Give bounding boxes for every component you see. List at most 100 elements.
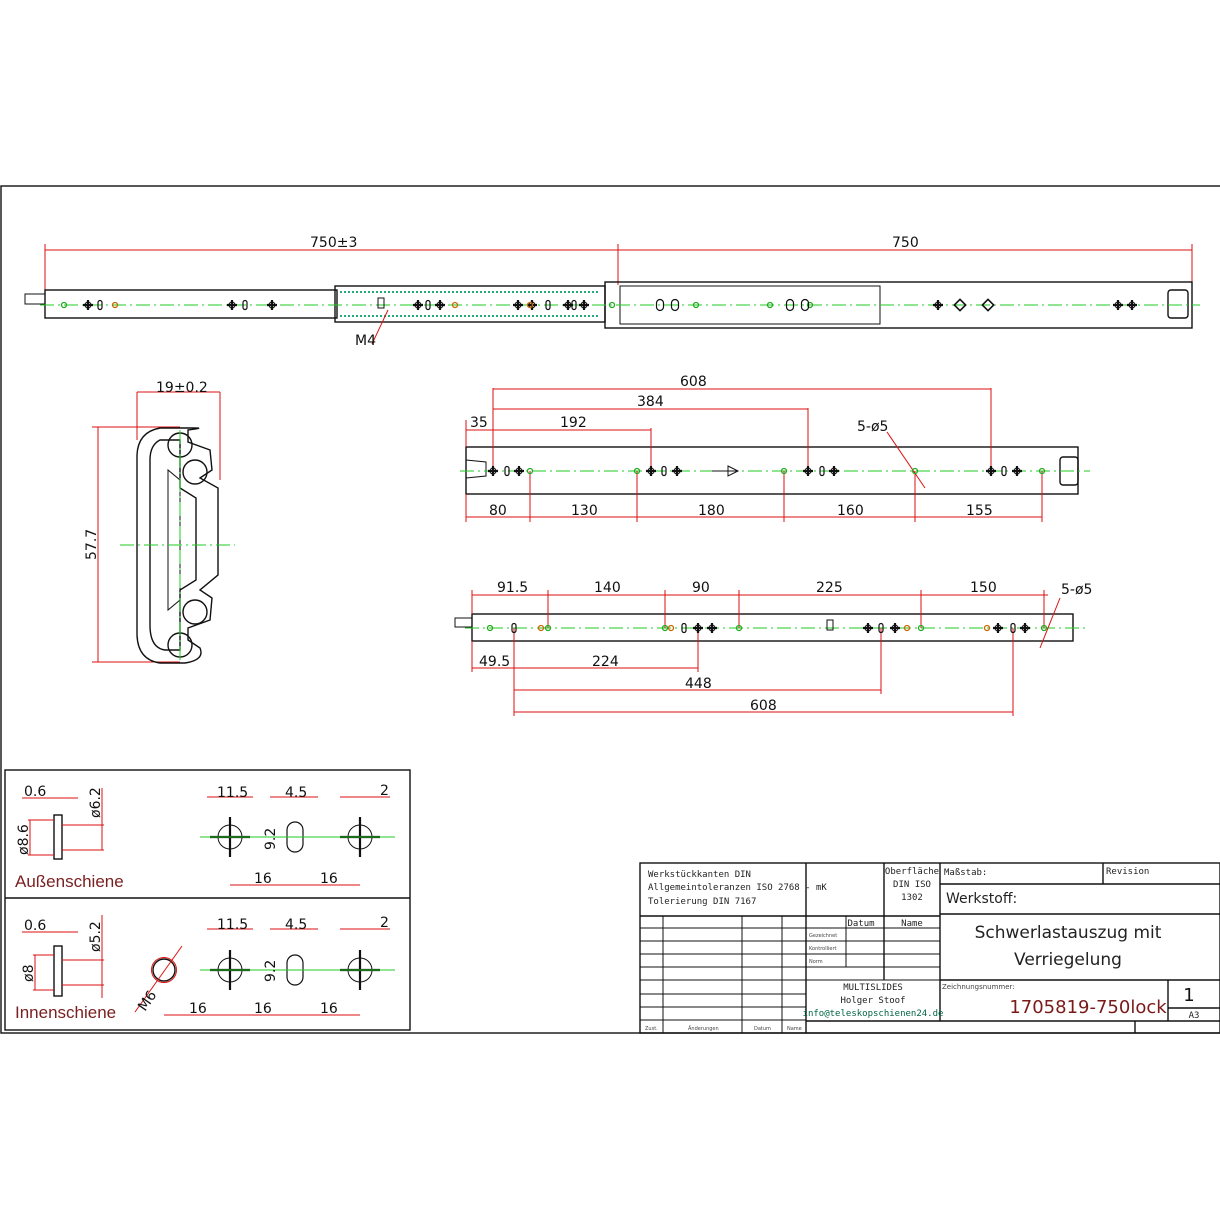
round-hole-icon [526,467,534,475]
round-hole-icon [780,467,788,475]
dim-outer-bottom-3: 160 [837,503,864,519]
round-hole-icon [486,624,494,632]
row-checked: Kontrolliert [809,946,837,952]
round-hole-icon [903,624,911,632]
slot-hole-icon [511,622,517,634]
dim-inner-top-4: 150 [970,580,997,596]
inner-d-inner: ø5.2 [88,921,104,952]
round-hole-icon [667,624,675,632]
round-hole-icon [526,301,534,309]
inner-rail-view: 91.5 140 90 225 150 5-ø5 49.5 224 448 60… [454,580,1092,716]
note-toleration: Tolerierung DIN 7167 [648,897,756,907]
slot-hole-icon [1001,465,1007,477]
dim-inner-bottom-0: 49.5 [479,654,510,670]
slot-hole-icon [878,622,884,634]
row-standard: Norm [809,959,823,965]
inner-arm-width: 2 [380,915,389,931]
round-hole-icon [1040,624,1048,632]
slot-hole-icon [655,298,665,312]
outer-cross-width: 11.5 [217,785,248,801]
outer-rail-label: Außenschiene [15,872,124,891]
slot-hole-icon [670,298,680,312]
material-label: Werkstoff: [946,891,1017,907]
footer-state: Zust. [645,1026,658,1032]
note-tolerances: Allgemeintoleranzen ISO 2768 - mK [648,883,827,893]
outer-thickness: 0.6 [24,784,46,800]
round-hole-icon [451,301,459,309]
dim-inner-bottom-3: 608 [750,698,777,714]
slot-hole-icon [504,465,510,477]
dim-inner-bottom-1: 224 [592,654,619,670]
dim-overall-left: 750±3 [310,235,357,251]
hole-detail-box: 0.6 ø8.6 ø6.2 Außenschiene 11.5 4.5 2 9.… [4,769,411,1031]
dim-section-height: 57.7 [84,529,100,560]
m6-thread-hole [152,958,176,982]
surface-standard: DIN ISO [893,880,931,890]
dim-outer-bottom-2: 180 [698,503,725,519]
footer-changes: Änderungen [688,1025,719,1032]
drawing-number-label: Zeichnungsnummer: [942,983,1015,991]
company-name: MULTISLIDES [843,983,903,993]
inner-pitch-1: 16 [254,1001,272,1017]
round-hole-icon [537,624,545,632]
inner-d-outer: ø8 [21,965,37,982]
dim-outer-top-3: 608 [680,374,707,390]
dim-overall-right: 750 [892,235,919,251]
cross-section: 19±0.2 57.7 [84,380,235,664]
outer-arm-width: 2 [380,783,389,799]
inner-slot-height: 9.2 [263,960,279,982]
dim-inner-top-2: 90 [692,580,710,596]
outer-d-outer: ø8.6 [16,824,32,855]
dim-outer-top-0: 35 [470,415,488,431]
dim-outer-bottom-1: 130 [571,503,598,519]
outer-slot-width: 4.5 [285,785,307,801]
drawing-frame [0,185,1220,1034]
slot-hole-icon [545,299,551,311]
drawing-title-2: Verriegelung [1014,950,1122,970]
paper-format: A3 [1189,1011,1200,1021]
slot-hole-icon [661,465,667,477]
slot-hole-icon [785,298,795,312]
inner-thread: M6 [135,988,160,1014]
inner-slot-width: 4.5 [285,917,307,933]
dim-inner-bottom-2: 448 [685,676,712,692]
drawing-title-1: Schwerlastauszug mit [975,923,1162,943]
slot-hole-icon [819,465,825,477]
round-hole-icon [544,624,552,632]
surface-number: 1302 [901,893,923,903]
inner-thickness: 0.6 [24,918,46,934]
dim-outer-top-1: 192 [560,415,587,431]
slot-hole-icon [1010,622,1016,634]
round-hole-icon [806,301,814,309]
slot-hole-icon [800,298,810,312]
round-hole-icon [735,624,743,632]
round-hole-icon [766,301,774,309]
outer-slot-height: 9.2 [263,828,279,850]
footer-date: Datum [754,1026,771,1032]
drawing-number: 1705819-750lock [1009,997,1167,1018]
round-hole-icon [917,624,925,632]
round-hole-icon [60,301,68,309]
slot-hole-icon [681,622,687,634]
col-date: Datum [847,919,874,929]
outer-pitch-1: 16 [320,871,338,887]
round-hole-icon [633,467,641,475]
note-edges: Werkstückkanten DIN [648,870,751,880]
round-hole-icon [692,301,700,309]
slot-hole-icon [425,299,431,311]
scale-label: Maßstab: [944,868,987,878]
footer-name: Name [787,1026,802,1032]
round-hole-icon [983,624,991,632]
inner-pitch-0: 16 [189,1001,207,1017]
company-person: Holger Stoof [840,996,905,1006]
outer-holes-label: 5-ø5 [857,419,888,435]
inner-rail-top [44,289,338,319]
inner-holes-label: 5-ø5 [1061,582,1092,598]
outer-d-inner: ø6.2 [88,787,104,818]
dim-outer-top-2: 384 [637,394,664,410]
inner-cross-width: 11.5 [217,917,248,933]
inner-rail-label: Innenschiene [15,1003,116,1022]
round-hole-icon [911,467,919,475]
dim-inner-top-1: 140 [594,580,621,596]
